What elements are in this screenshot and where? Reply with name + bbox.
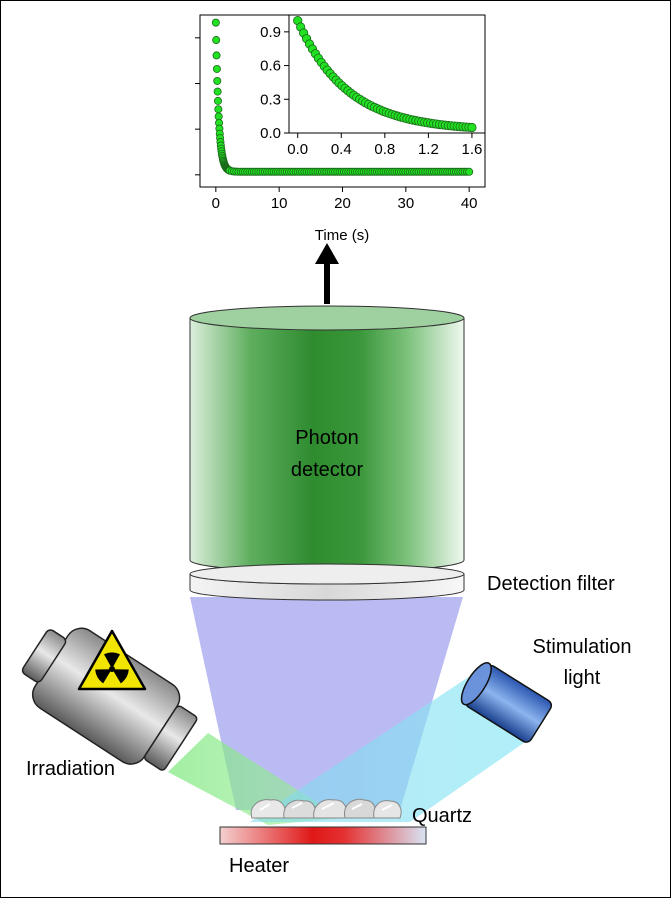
main-x-axis-label: Time (s) — [315, 227, 369, 244]
main-axis-ticks: 0 10 20 30 40 — [195, 37, 478, 212]
decay-chart: 0 10 20 30 40 0.0 0.4 0.8 1.2 1.6 0.0 0.3 0.6 0.9 Ti… — [195, 14, 486, 244]
inset-y-tick-label: 0.0 — [260, 125, 281, 142]
quartz-label: Quartz — [412, 805, 472, 827]
irradiation-source — [21, 627, 198, 771]
main-data-point — [213, 87, 222, 96]
detection-filter — [189, 563, 465, 601]
main-data-point — [213, 96, 222, 105]
detection-filter-label: Detection filter — [487, 573, 615, 595]
main-x-tick-label: 20 — [334, 195, 351, 212]
inset-x-tick-label: 1.6 — [462, 141, 483, 158]
stimulation-beam — [250, 676, 528, 822]
main-data-point — [212, 64, 221, 73]
main-x-tick-label: 30 — [397, 195, 414, 212]
main-data-point — [211, 18, 220, 27]
detector-label-line1: Photon — [295, 427, 358, 449]
main-data-point — [212, 51, 221, 60]
detector-label-line2: detector — [291, 459, 364, 481]
main-data-point — [213, 76, 222, 85]
main-data-point — [214, 105, 223, 114]
inset-x-tick-label: 1.2 — [418, 141, 439, 158]
stimulation-label-line1: Stimulation — [533, 636, 632, 658]
inset-data-point — [467, 122, 477, 133]
inset-series — [293, 16, 477, 133]
main-x-tick-label: 0 — [212, 195, 220, 212]
main-x-tick-label: 10 — [271, 195, 288, 212]
heater-label: Heater — [229, 855, 289, 877]
heater — [219, 826, 427, 845]
main-data-point — [465, 167, 474, 176]
inset-x-tick-label: 0.4 — [331, 141, 352, 158]
signal-arrow — [315, 243, 339, 304]
main-data-point — [212, 36, 221, 45]
inset-y-tick-label: 0.6 — [260, 58, 281, 75]
main-series — [211, 18, 474, 176]
stimulation-light-source — [460, 662, 553, 743]
irradiation-label: Irradiation — [26, 758, 115, 780]
inset-y-tick-label: 0.3 — [260, 91, 281, 108]
inset-axis-ticks: 0.0 0.4 0.8 1.2 1.6 0.0 0.3 0.6 0.9 — [260, 24, 482, 158]
main-x-tick-label: 40 — [461, 195, 478, 212]
inset-y-tick-label: 0.9 — [260, 24, 281, 41]
inset-x-tick-label: 0.8 — [374, 141, 395, 158]
photon-detector — [189, 305, 465, 573]
quartz-grains — [250, 798, 402, 819]
stimulation-label-line2: light — [564, 667, 601, 689]
radiation-hazard-icon — [77, 629, 147, 691]
inset-x-tick-label: 0.0 — [287, 141, 308, 158]
